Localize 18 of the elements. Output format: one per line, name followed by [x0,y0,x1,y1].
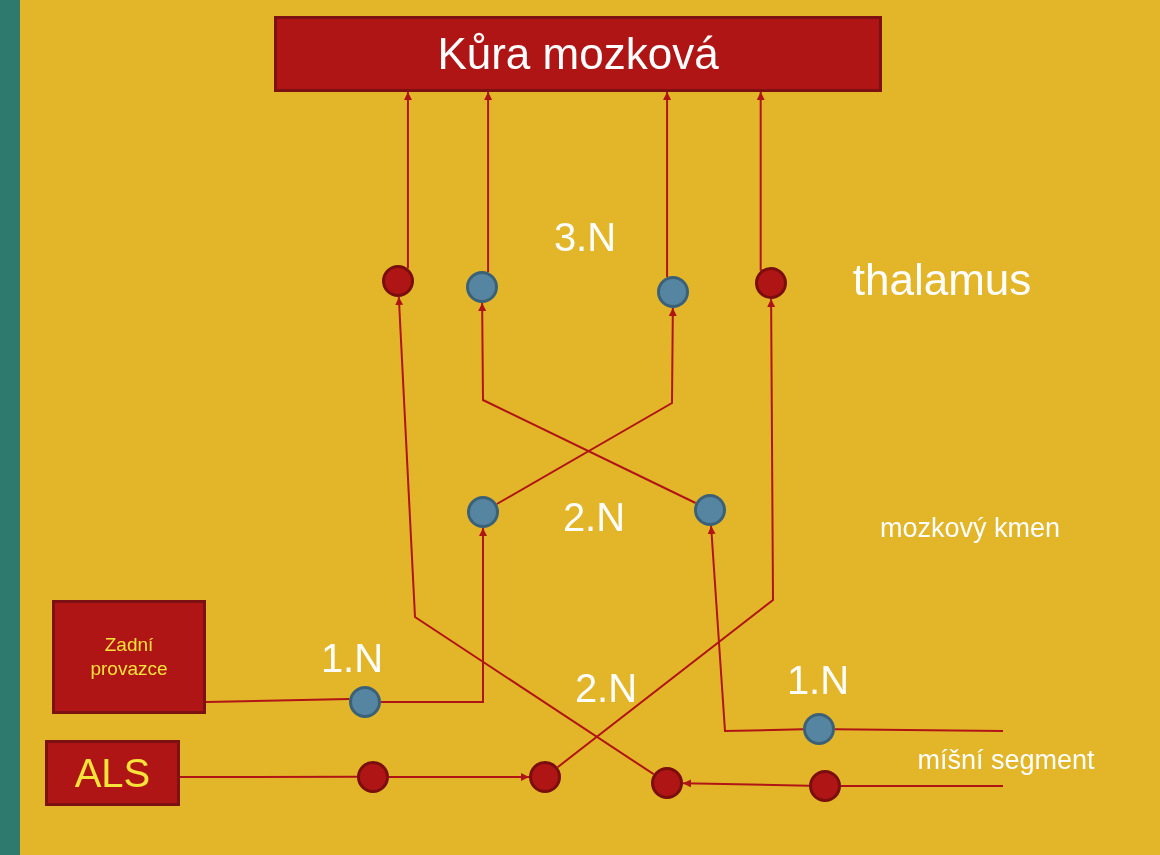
label-box [274,16,882,92]
box-text: ALS [73,750,152,797]
neuron-order-label: 3.N [553,214,617,261]
neuron-order-label: 2.N [574,665,638,712]
region-label: míšní segment [917,746,1095,774]
label-box [52,600,206,714]
label-box [45,740,180,806]
neuron-order-label: 2.N [562,494,626,541]
neuron-order-label: 1.N [320,635,384,682]
region-label: mozkový kmen [879,511,1061,545]
arrow [388,773,530,781]
arrow [380,527,487,703]
arrow [682,779,810,788]
neuron-order-label: 1.N [786,657,850,704]
arrow [707,524,804,733]
region-label: thalamus [852,254,1032,306]
box-text: Kůra mozková [436,28,720,80]
box-text: Zadní provazce [89,633,169,681]
